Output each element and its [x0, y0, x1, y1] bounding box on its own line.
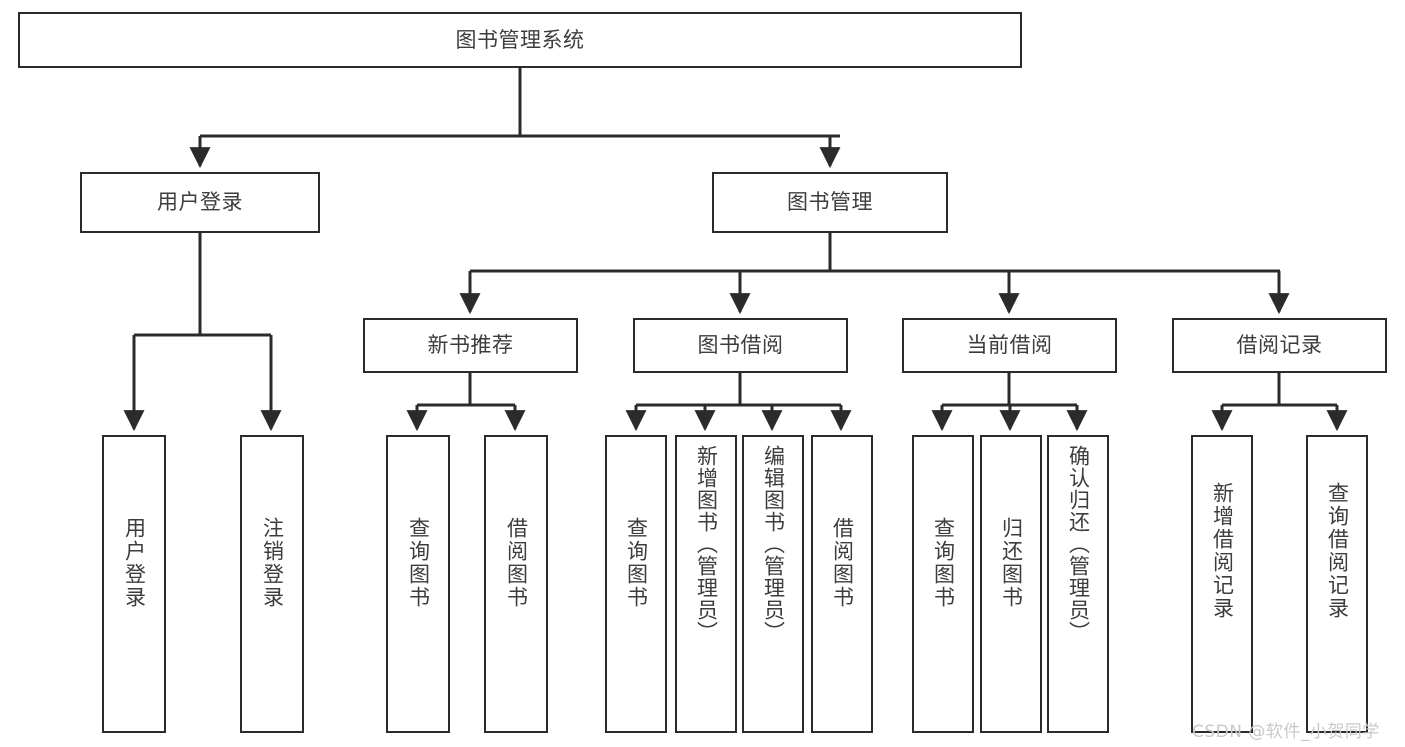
node-current-borrow[interactable]: 当前借阅: [902, 318, 1117, 373]
node-current-borrow-label: 当前借阅: [966, 333, 1053, 358]
leaf-query-borrow-record[interactable]: 查询借阅记录: [1306, 435, 1368, 733]
leaf-edit-book[interactable]: 编辑图书（管理员）: [742, 435, 804, 733]
leaf-borrow-book-recommend[interactable]: 借阅图书: [484, 435, 548, 733]
node-borrow-record[interactable]: 借阅记录: [1172, 318, 1387, 373]
leaf-add-book[interactable]: 新增图书（管理员）: [675, 435, 737, 733]
leaf-user-login[interactable]: 用户登录: [102, 435, 166, 733]
node-root[interactable]: 图书管理系统: [18, 12, 1022, 68]
leaf-query-book-borrow[interactable]: 查询图书: [605, 435, 667, 733]
node-book-borrow-label: 图书借阅: [697, 333, 784, 358]
leaf-query-book-recommend[interactable]: 查询图书: [386, 435, 450, 733]
leaf-borrow-book-recommend-label: 借阅图书: [504, 517, 529, 609]
leaf-logout-login-label: 注销登录: [260, 517, 285, 609]
leaf-query-book-current[interactable]: 查询图书: [912, 435, 974, 733]
leaf-add-borrow-record[interactable]: 新增借阅记录: [1191, 435, 1253, 733]
leaf-user-login-label: 用户登录: [122, 517, 147, 609]
leaf-edit-book-label: 编辑图书（管理员）: [761, 445, 786, 643]
node-book-borrow[interactable]: 图书借阅: [633, 318, 848, 373]
node-new-book-recommend[interactable]: 新书推荐: [363, 318, 578, 373]
leaf-borrow-book-borrow-label: 借阅图书: [830, 517, 855, 609]
node-root-label: 图书管理系统: [455, 27, 585, 52]
leaf-query-book-recommend-label: 查询图书: [406, 517, 431, 609]
leaf-query-borrow-record-label: 查询借阅记录: [1325, 482, 1350, 620]
leaf-query-book-current-label: 查询图书: [931, 517, 956, 609]
node-book-manage-label: 图书管理: [787, 190, 873, 215]
leaf-return-book-label: 归还图书: [999, 517, 1024, 609]
leaf-query-book-borrow-label: 查询图书: [624, 517, 649, 609]
node-user-login[interactable]: 用户登录: [80, 172, 320, 233]
leaf-confirm-return-label: 确认归还（管理员）: [1066, 445, 1091, 643]
node-borrow-record-label: 借阅记录: [1236, 333, 1323, 358]
leaf-logout-login[interactable]: 注销登录: [240, 435, 304, 733]
leaf-return-book[interactable]: 归还图书: [980, 435, 1042, 733]
node-user-login-label: 用户登录: [157, 190, 243, 215]
leaf-add-book-label: 新增图书（管理员）: [694, 445, 719, 643]
node-book-manage[interactable]: 图书管理: [712, 172, 948, 233]
node-new-book-recommend-label: 新书推荐: [427, 333, 514, 358]
leaf-add-borrow-record-label: 新增借阅记录: [1210, 482, 1235, 620]
leaf-confirm-return[interactable]: 确认归还（管理员）: [1047, 435, 1109, 733]
leaf-borrow-book-borrow[interactable]: 借阅图书: [811, 435, 873, 733]
csdn-watermark: CSDN @软件_小贺同学: [1192, 722, 1380, 742]
